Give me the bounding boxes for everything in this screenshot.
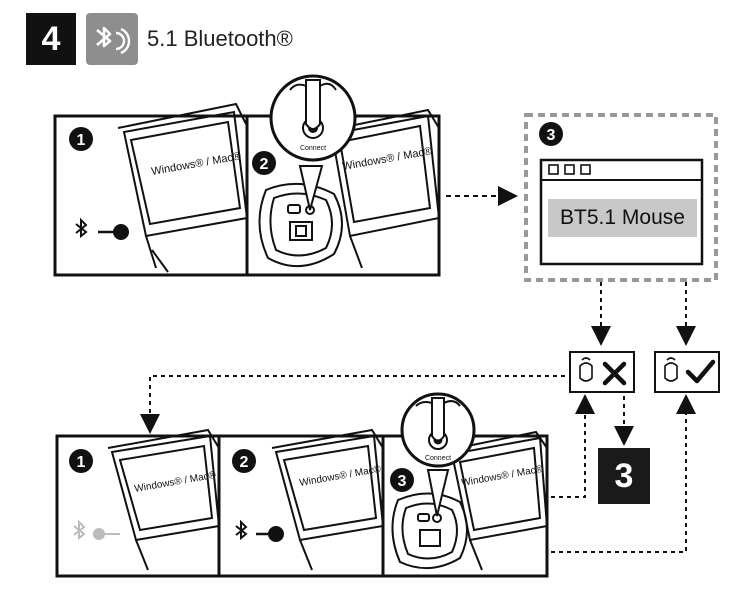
mouse-click-icon-fail xyxy=(579,357,593,382)
step-circle-bottom-3: 3 xyxy=(398,473,407,490)
popup-dashed-frame xyxy=(524,113,718,282)
bottom-panel-strip xyxy=(55,434,549,578)
step-number-badge: 4 xyxy=(26,13,76,65)
step-circle-bottom-2: 2 xyxy=(240,454,249,471)
window-dot-2 xyxy=(564,164,575,175)
os-label-top-1: Windows® / Mac® xyxy=(150,150,242,178)
mouse-illustration-top xyxy=(258,182,343,268)
laptop-illustration-bottom-1 xyxy=(107,428,221,571)
bluetooth-on-icon-bottom xyxy=(235,519,284,542)
device-name-entry: BT5.1 Mouse xyxy=(548,199,697,237)
window-dot-1 xyxy=(548,164,559,175)
connect-label-bottom: Connect xyxy=(425,455,451,462)
mouse-click-icon-success xyxy=(664,357,678,382)
connect-label-top: Connect xyxy=(300,145,326,152)
os-label-bottom-3: Windows® / Mac® xyxy=(461,464,545,489)
laptop-illustration-top-2 xyxy=(329,108,441,269)
step-3-reference-box: 3 xyxy=(598,448,650,504)
step-circle-top-2: 2 xyxy=(260,156,269,173)
arrow-retry xyxy=(140,375,565,434)
os-label-top-2: Windows® / Mac® xyxy=(341,145,433,173)
bluetooth-icon xyxy=(86,13,138,65)
arrow-bottom-to-fail xyxy=(551,394,595,498)
os-label-bottom-2: Windows® / Mac® xyxy=(299,464,383,489)
finger-icon-bottom xyxy=(431,397,445,442)
bluetooth-on-icon-top xyxy=(75,217,129,240)
check-icon xyxy=(685,359,716,384)
os-label-bottom-1: Windows® / Mac® xyxy=(134,470,218,495)
step-circle-popup: 3 xyxy=(547,127,556,144)
bluetooth-off-icon xyxy=(73,519,120,541)
finger-icon xyxy=(305,79,321,130)
mouse-illustration-bottom xyxy=(391,492,468,570)
page-title: 5.1 Bluetooth® xyxy=(147,26,293,51)
cross-icon xyxy=(602,361,627,386)
laptop-illustration-top-1 xyxy=(117,102,249,273)
step-circle-bottom-1: 1 xyxy=(77,454,86,471)
laptop-illustration-bottom-2 xyxy=(271,428,385,571)
window-dot-3 xyxy=(580,164,591,175)
step-circle-top-1: 1 xyxy=(77,132,86,149)
